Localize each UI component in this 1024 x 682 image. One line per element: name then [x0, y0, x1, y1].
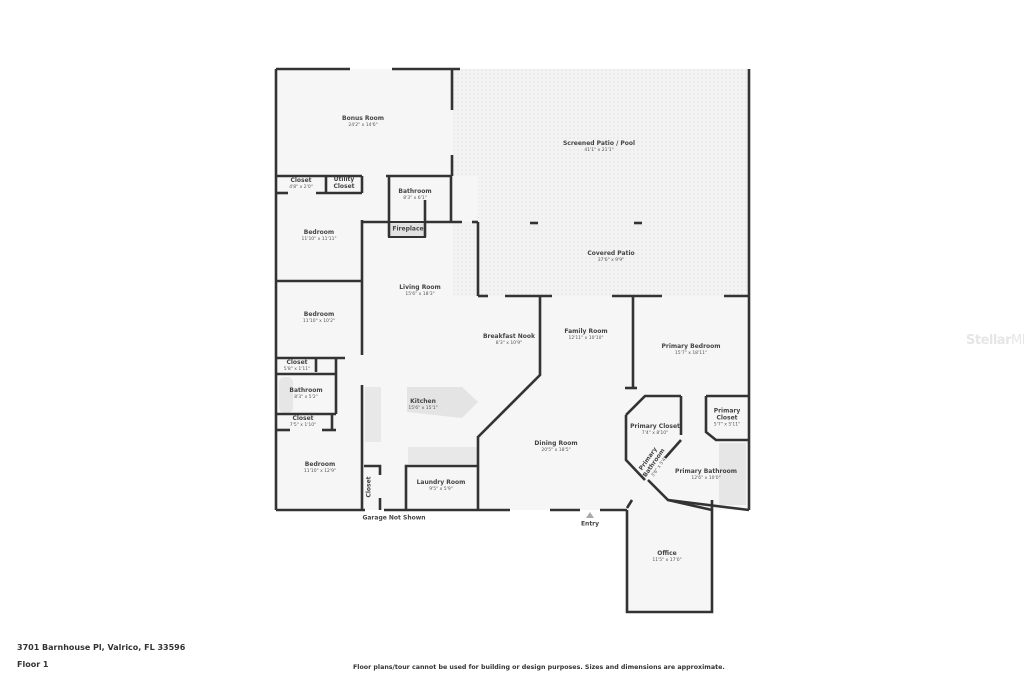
disclaimer: Floor plans/tour cannot be used for buil…	[353, 664, 725, 671]
walls	[274, 67, 751, 614]
bathtub	[279, 377, 293, 413]
floor-hall	[362, 176, 478, 222]
kitchen-counter	[365, 387, 381, 442]
room-label: Utility Closet	[333, 176, 355, 190]
entry-label: Entry	[580, 520, 600, 528]
room-label: Closet	[365, 476, 373, 498]
entry-arrow-icon	[586, 512, 594, 518]
floor-label: Floor 1	[17, 660, 49, 669]
address: 3701 Barnhouse Pl, Valrico, FL 33596	[17, 643, 186, 652]
watermark-logo: StellarMLS	[966, 333, 1024, 348]
room-label: Fireplace	[392, 225, 424, 233]
bathtub	[719, 443, 746, 505]
kitchen-counter	[408, 447, 478, 464]
garage-note: Garage Not Shown	[362, 514, 426, 522]
patio-area	[453, 69, 749, 296]
kitchen-island	[407, 387, 478, 418]
floor-office	[627, 510, 712, 612]
